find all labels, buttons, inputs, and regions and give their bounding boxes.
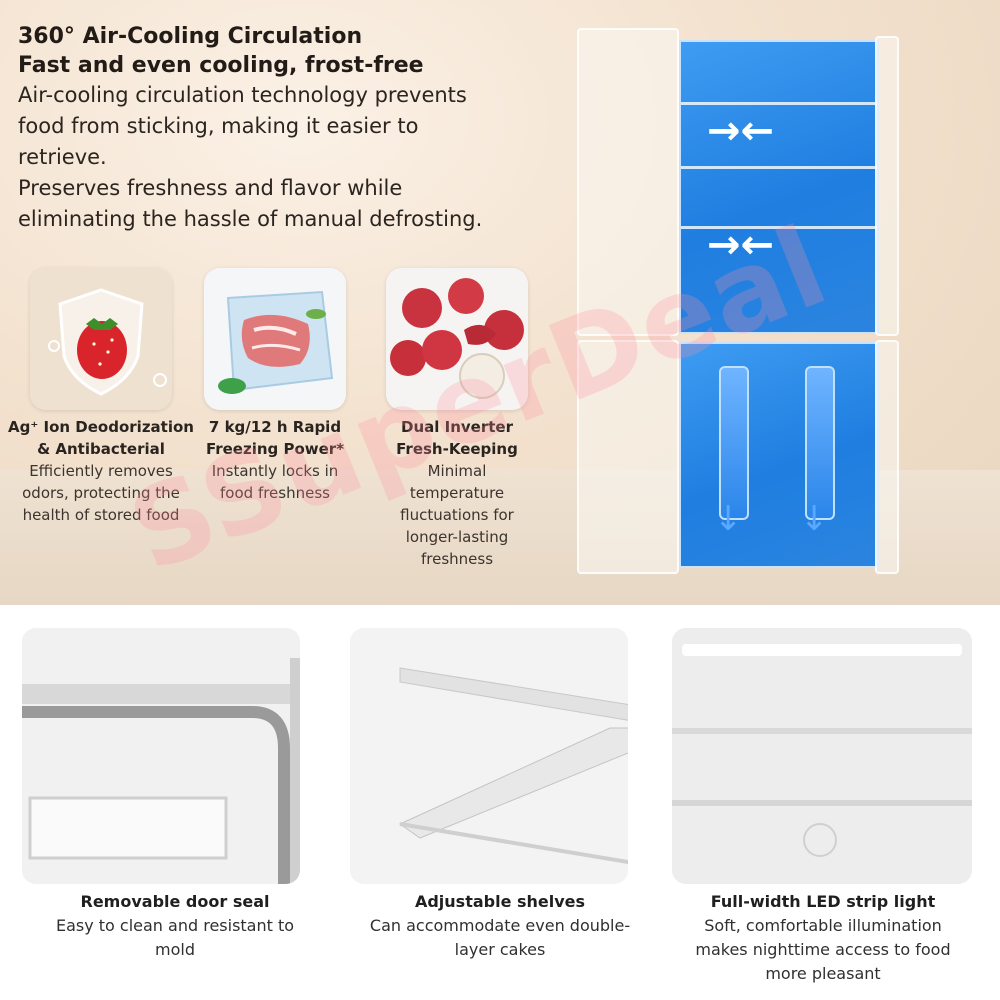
bottom-desc: more pleasant (765, 964, 881, 983)
bottom-desc: Easy to clean and resistant to (55, 916, 295, 935)
glass-shelf-icon (350, 628, 628, 884)
feature-desc: Efficiently removes (29, 462, 173, 480)
ice-block-icon (204, 268, 346, 410)
adjustable-shelves-image (350, 628, 628, 884)
feature-desc: odors, protecting the (22, 484, 180, 502)
bottom-desc: makes nighttime access to food (695, 940, 951, 959)
feature-title: Fresh-Keeping (396, 440, 518, 458)
lower-left-door (577, 340, 679, 574)
lower-right-door (875, 340, 899, 574)
feature-desc: Minimal (427, 462, 487, 480)
feature-desc: longer-lasting (405, 528, 509, 546)
freezer-compartment: ↓ ↓ (679, 342, 879, 568)
feature-ion-deodorization: Ag⁺ Ion Deodorization & Antibacterial Ef… (8, 268, 194, 526)
bottom-feature-shelves: Adjustable shelves Can accommodate even … (345, 890, 655, 962)
bottom-desc: Soft, comfortable illumination (704, 916, 942, 935)
feature-title: & Antibacterial (37, 440, 165, 458)
feature-desc: health of stored food (22, 506, 180, 524)
body-line: Air-cooling circulation technology preve… (18, 83, 467, 107)
shield-strawberry-icon (30, 268, 172, 410)
bottom-title: Adjustable shelves (414, 892, 586, 911)
headline-title: 360° Air-Cooling Circulation (18, 24, 363, 49)
bottom-desc: layer cakes (454, 940, 546, 959)
led-strip-image (672, 628, 972, 884)
door-seal-icon (22, 628, 300, 884)
feature-title: Dual Inverter (401, 418, 513, 436)
fridge-illustration: →← →← ↓ ↓ (575, 28, 899, 576)
feature-rapid-freezing: 7 kg/12 h Rapid Freezing Power* Instantl… (197, 268, 353, 504)
shelf (681, 166, 877, 169)
lychee-image (386, 268, 528, 410)
bottom-feature-led: Full-width LED strip light Soft, comfort… (668, 890, 978, 986)
headline-block: 360° Air-Cooling Circulation Fast and ev… (18, 22, 538, 235)
body-line: eliminating the hassle of manual defrost… (18, 207, 483, 231)
headline-body: Air-cooling circulation technology preve… (18, 80, 538, 235)
feature-title: Freezing Power* (205, 440, 345, 458)
airflow-arrow-icon: →← (707, 222, 775, 268)
airflow-arrow-icon: →← (707, 108, 775, 154)
feature-title: 7 kg/12 h Rapid (208, 418, 342, 436)
frozen-meat-image (204, 268, 346, 410)
door-seal-image (22, 628, 300, 884)
upper-right-door (875, 36, 899, 336)
shelf (681, 102, 877, 105)
feature-desc: temperature (409, 484, 505, 502)
feature-desc: freshness (420, 550, 494, 568)
feature-desc: food freshness (220, 484, 330, 502)
upper-left-door (577, 28, 679, 336)
bottom-desc: Can accommodate even double- (369, 916, 631, 935)
feature-desc: Instantly locks in (211, 462, 339, 480)
hero-section: 360° Air-Cooling Circulation Fast and ev… (0, 0, 1000, 605)
strawberry-shield-image (30, 268, 172, 410)
feature-title: Ag⁺ Ion Deodorization (8, 418, 194, 436)
bottom-title: Full-width LED strip light (710, 892, 936, 911)
body-line: retrieve. (18, 145, 107, 169)
fridge-compartment: →← →← (679, 40, 879, 334)
shelf (681, 226, 877, 229)
led-strip-icon (672, 628, 972, 884)
feature-desc: fluctuations for (400, 506, 514, 524)
lychee-icon (386, 268, 528, 410)
feature-dual-inverter: Dual Inverter Fresh-Keeping Minimal temp… (378, 268, 536, 570)
down-airflow-icon: ↓ (800, 366, 835, 536)
body-line: Preserves freshness and flavor while (18, 176, 403, 200)
bottom-title: Removable door seal (80, 892, 270, 911)
bottom-feature-door-seal: Removable door seal Easy to clean and re… (20, 890, 330, 962)
headline-subtitle: Fast and even cooling, frost-free (18, 53, 424, 78)
body-line: food from sticking, making it easier to (18, 114, 419, 138)
down-airflow-icon: ↓ (714, 366, 749, 536)
bottom-desc: mold (155, 940, 195, 959)
